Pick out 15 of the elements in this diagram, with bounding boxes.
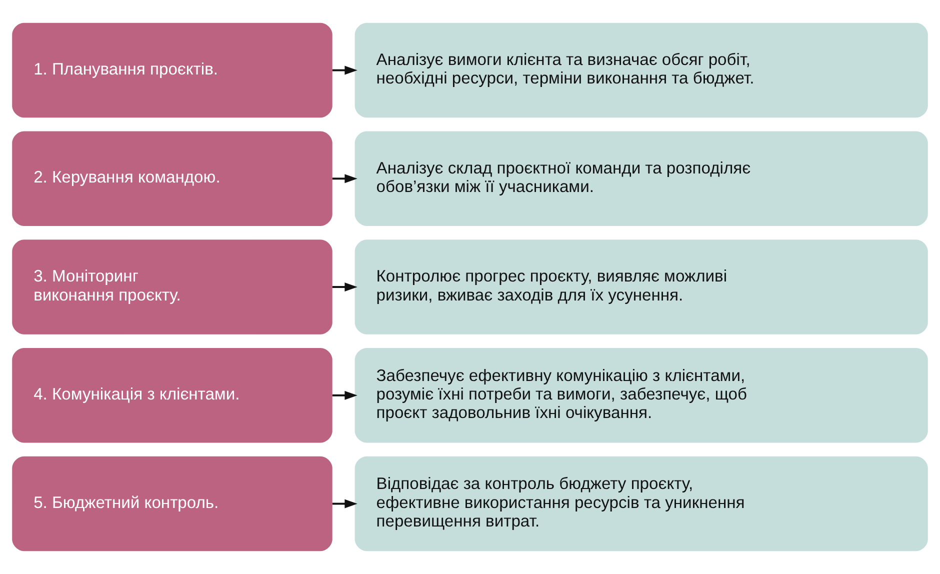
arrow [332,174,358,184]
node-box: 4. Комунікація з клієнтами. [12,348,332,443]
node-box: Забезпечує ефективну комунікацію з клієнтами, розуміє їхні потреби та вимоги, забезпечує, щоб проєкт задовольнив їхні очікування. [354,348,928,443]
node-box: 3. Моніторинг виконання проєкту. [12,240,332,334]
arrow [332,499,358,508]
node-box: 5. Бюджетний контроль. [12,456,332,552]
arrow [332,390,358,400]
arrow [332,282,358,292]
node-box: Аналізує склад проєктної команди та розподіляє обов’язки між її учасниками. [354,131,928,226]
node-box: Контролює прогрес проєкту, виявляє можливі ризики, вживає заходів для їх усунення. [354,240,928,334]
node-box: Аналізує вимоги клієнта та визначає обсяг робіт, необхідні ресурси, терміни виконання та бюджет. [354,22,928,118]
node-box: 1. Планування проєктів. [12,22,332,118]
arrow [332,66,358,75]
node-box: Відповідає за контроль бюджету проєкту, ефективне використання ресурсів та уникнення перевищення витрат. [354,456,928,552]
node-box: 2. Керування командою. [12,131,332,226]
